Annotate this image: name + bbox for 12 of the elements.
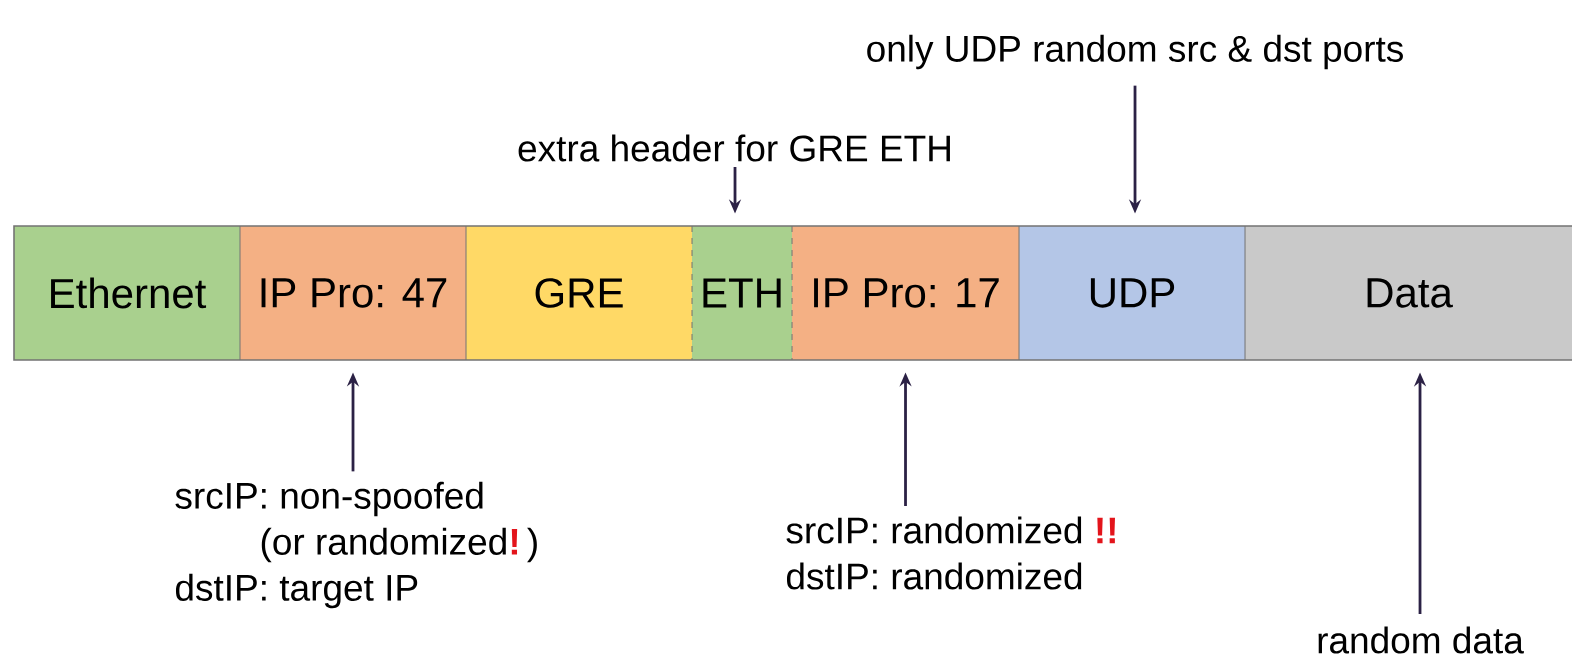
header-block: ETH: [692, 226, 792, 360]
header-block: IP Pro: 17: [792, 226, 1019, 360]
header-block: UDP: [1019, 226, 1245, 360]
header-block: Data: [1245, 226, 1572, 360]
annotation-text: random data: [1318, 626, 1524, 654]
header-block: IP Pro: 47: [240, 226, 466, 360]
annotation-text: extra header for GRE ETH: [518, 134, 950, 162]
annotation-text: srcIP: randomized !! dstIP: randomized: [786, 516, 1115, 590]
header-block: Ethernet: [14, 226, 240, 360]
header-block: GRE: [466, 226, 692, 360]
annotation-text: only UDP random src & dst ports: [867, 34, 1403, 70]
annotation-text: srcIP: non-spoofed (or randomized ! ) dstIP: target IP: [175, 481, 537, 609]
